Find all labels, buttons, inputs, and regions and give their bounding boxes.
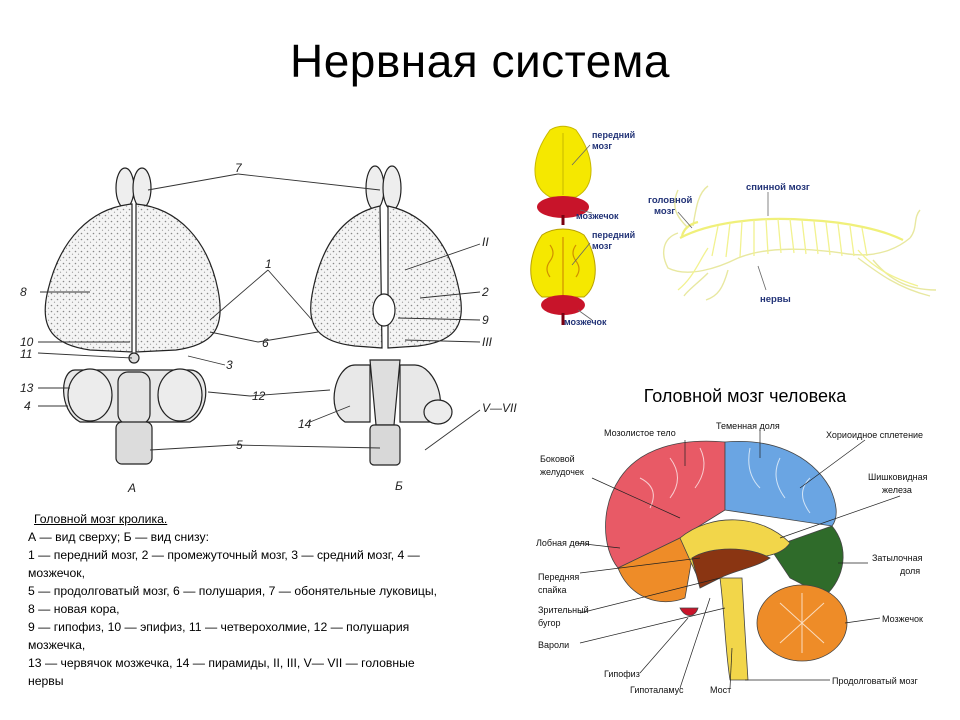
human-label-parietal: Теменная доля bbox=[716, 421, 780, 431]
human-label-midbrain: Мост bbox=[710, 685, 731, 695]
human-label-anterior-commissure-2: спайка bbox=[538, 585, 567, 595]
caption-line: мозжечок, bbox=[28, 564, 498, 582]
page-title: Нервная система bbox=[0, 34, 960, 88]
rabbit-view-b-label: Б bbox=[395, 479, 403, 493]
rabbit-brain-illustration: 7 1 8 6 10 11 3 13 4 12 5 14 II 2 9 III … bbox=[20, 160, 530, 505]
human-label-pons: Вароли bbox=[538, 640, 569, 650]
rabbit-num-8: 8 bbox=[20, 285, 27, 299]
small-brain-diagrams: передний мозг мозжечок передний мозг моз… bbox=[520, 125, 640, 330]
rabbit-num-13: 13 bbox=[20, 381, 34, 395]
rabbit-num-3: 3 bbox=[226, 358, 233, 372]
rabbit-head-label-1: головной bbox=[648, 195, 692, 206]
human-label-corpus-callosum: Мозолистое тело bbox=[604, 428, 676, 438]
rabbit-view-a-label: А bbox=[127, 481, 136, 495]
human-label-anterior-commissure-1: Передняя bbox=[538, 572, 579, 582]
small-bottom-fore-1: передний bbox=[592, 230, 635, 240]
rabbit-num-II: II bbox=[482, 235, 489, 249]
caption-line: мозжечка, bbox=[28, 636, 498, 654]
human-label-occipital-1: Затылочная bbox=[872, 553, 923, 563]
rabbit-num-6: 6 bbox=[262, 336, 269, 350]
caption-line: 5 — продолговатый мозг, 6 — полушария, 7… bbox=[28, 582, 498, 600]
human-label-pineal-1: Шишковидная bbox=[868, 472, 928, 482]
rabbit-brain-view-a bbox=[45, 168, 220, 464]
rabbit-num-7: 7 bbox=[235, 161, 243, 175]
small-bottom-fore-2: мозг bbox=[592, 241, 612, 251]
small-bottom-cerebellum: мозжечок bbox=[564, 317, 607, 327]
rabbit-head-label-2: мозг bbox=[654, 206, 675, 217]
caption-line: нервы bbox=[28, 672, 498, 690]
human-label-medulla: Продолговатый мозг bbox=[832, 676, 919, 686]
human-label-optic-tubercle-2: бугор bbox=[538, 618, 561, 628]
human-brain-diagram: Мозолистое тело Теменная доля Хориоидное… bbox=[520, 418, 945, 700]
rabbit-num-5: 5 bbox=[236, 438, 243, 452]
rabbit-num-V-VII: V—VII bbox=[482, 401, 517, 415]
human-label-lateral-ventricle-1: Боковой bbox=[540, 454, 575, 464]
caption-title: Головной мозг кролика. bbox=[28, 510, 498, 528]
caption-line: 1 — передний мозг, 2 — промежуточный моз… bbox=[28, 546, 498, 564]
human-label-pineal-2: железа bbox=[882, 485, 912, 495]
rabbit-nerves-label: нервы bbox=[760, 294, 791, 305]
human-label-optic-tubercle-1: Зрительный bbox=[538, 605, 589, 615]
human-label-hypothalamus: Гипоталамус bbox=[630, 685, 684, 695]
rabbit-brain-view-b bbox=[311, 166, 462, 465]
human-label-frontal: Лобная доля bbox=[536, 538, 590, 548]
human-label-lateral-ventricle-2: желудочек bbox=[540, 467, 584, 477]
caption-line: 13 — червячок мозжечка, 14 — пирамиды, I… bbox=[28, 654, 498, 672]
brain-bottom-view bbox=[531, 229, 596, 325]
caption-line: 8 — новая кора, bbox=[28, 600, 498, 618]
rabbit-num-12: 12 bbox=[252, 389, 266, 403]
rabbit-num-4: 4 bbox=[24, 399, 31, 413]
rabbit-spinal-label: спинной мозг bbox=[746, 182, 810, 193]
rabbit-num-11: 11 bbox=[20, 347, 32, 361]
rabbit-num-9: 9 bbox=[482, 313, 489, 327]
rabbit-nervous-system: спинной мозг головной мозг нервы bbox=[648, 178, 940, 308]
small-top-fore-2: мозг bbox=[592, 141, 612, 151]
rabbit-num-14: 14 bbox=[298, 417, 312, 431]
caption-line: А — вид сверху; Б — вид снизу: bbox=[28, 528, 498, 546]
human-label-cerebellum: Мозжечок bbox=[882, 614, 923, 624]
rabbit-num-1: 1 bbox=[265, 257, 272, 271]
small-top-cerebellum: мозжечок bbox=[576, 211, 619, 221]
human-label-pituitary: Гипофиз bbox=[604, 669, 640, 679]
caption-line: 9 — гипофиз, 10 — эпифиз, 11 — четверохо… bbox=[28, 618, 498, 636]
human-brain-title: Головной мозг человека bbox=[590, 386, 900, 407]
rabbit-num-2: 2 bbox=[481, 285, 489, 299]
human-brain-shape bbox=[606, 441, 848, 680]
human-label-choroid: Хориоидное сплетение bbox=[826, 430, 923, 440]
small-top-fore-1: передний bbox=[592, 130, 635, 140]
rabbit-num-III: III bbox=[482, 335, 493, 349]
human-label-occipital-2: доля bbox=[900, 566, 920, 576]
rabbit-brain-caption: Головной мозг кролика. А — вид сверху; Б… bbox=[28, 510, 498, 690]
